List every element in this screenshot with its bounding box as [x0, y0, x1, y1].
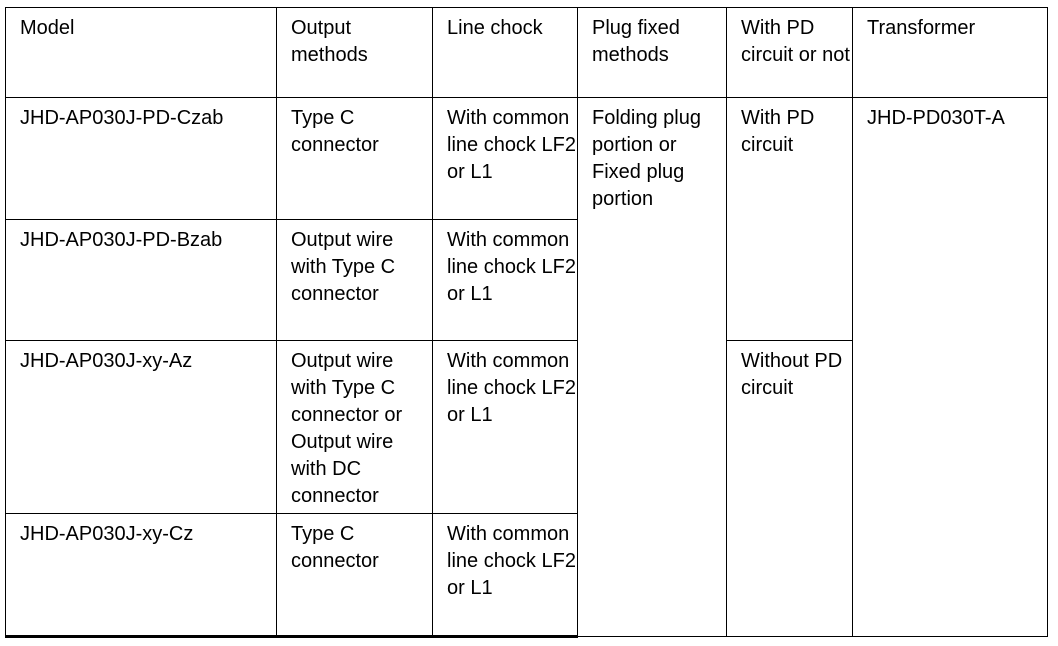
cell-output: Type C connector: [276, 513, 433, 638]
cell-model: JHD-AP030J-xy-Cz: [5, 513, 277, 638]
model-specification-table: Model Output methods Line chock Plug fix…: [5, 7, 1048, 638]
column-header-transformer: Transformer: [852, 7, 1048, 98]
column-header-plug-fixed-methods: Plug fixed methods: [577, 7, 727, 98]
table-row: JHD-AP030J-xy-Cz Type C connector With c…: [5, 513, 1048, 638]
cell-model: JHD-AP030J-PD-Czab: [5, 97, 277, 220]
cell-output: Output wire with Type C connector: [276, 219, 433, 341]
table-row: JHD-AP030J-PD-Czab Type C connector With…: [5, 97, 1048, 637]
cell-line-chock: With common line chock LF2 or L1: [432, 219, 578, 341]
cell-transformer: JHD-PD030T-A: [852, 97, 1048, 637]
cell-output: Type C connector: [276, 97, 433, 220]
cell-model: JHD-AP030J-PD-Bzab: [5, 219, 277, 341]
column-header-model: Model: [5, 7, 277, 98]
cell-line-chock: With common line chock LF2 or L1: [432, 513, 578, 638]
cell-plug-fixed-methods: Folding plug portion or Fixed plug porti…: [577, 97, 727, 637]
column-header-pd-circuit: With PD circuit or not: [726, 7, 853, 98]
table-row: JHD-AP030J-PD-Bzab Output wire with Type…: [5, 219, 1048, 341]
cell-pd-circuit-without: Without PD circuit: [726, 340, 853, 637]
cell-output: Output wire with Type C connector or Out…: [276, 340, 433, 514]
cell-model: JHD-AP030J-xy-Az: [5, 340, 277, 514]
column-header-output-methods: Output methods: [276, 7, 433, 98]
table-header-row: Model Output methods Line chock Plug fix…: [5, 7, 1048, 98]
cell-line-chock: With common line chock LF2 or L1: [432, 340, 578, 514]
column-header-line-chock: Line chock: [432, 7, 578, 98]
cell-line-chock: With common line chock LF2 or L1: [432, 97, 578, 220]
specification-table-container: Model Output methods Line chock Plug fix…: [5, 7, 1048, 638]
table-row: JHD-AP030J-xy-Az Output wire with Type C…: [5, 340, 1048, 637]
cell-pd-circuit-with: With PD circuit: [726, 97, 853, 341]
